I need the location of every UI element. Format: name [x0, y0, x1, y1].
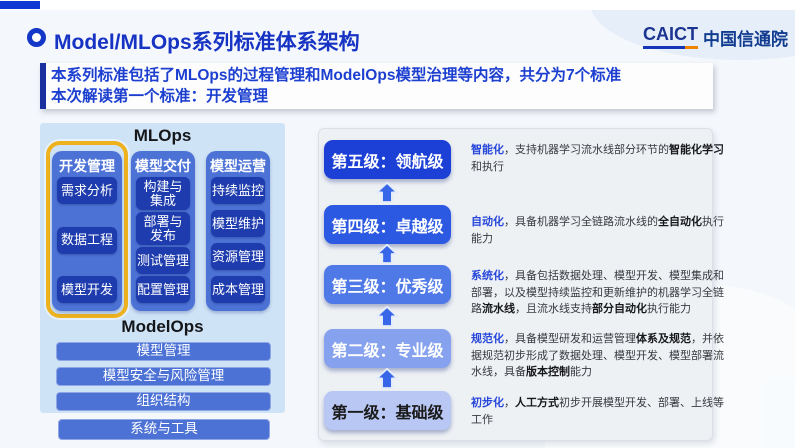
column-title: 模型交付	[135, 158, 191, 174]
mlops-item: 测试管理	[136, 247, 190, 274]
level-desc-1: 初步化，人工方式初步开展模型开发、部署、上线等工作	[471, 397, 724, 426]
mlops-item: 配置管理	[136, 276, 190, 303]
caict-logo-chinese: 中国信通院	[703, 30, 788, 49]
mlops-column-model-delivery: 模型交付 构建与 集成 部署与 发布 测试管理 配置管理	[131, 151, 195, 311]
mlops-item: 模型维护	[211, 210, 265, 237]
mlops-item: 资源管理	[211, 243, 265, 270]
level-box-3: 第三级：优秀级	[324, 265, 451, 304]
mlops-column-dev-management: 开发管理 需求分析 数据工程 模型开发	[52, 151, 122, 311]
systems-tools-bar: 系统与工具	[58, 419, 270, 440]
mlops-item: 部署与 发布	[136, 212, 190, 245]
mlops-item: 成本管理	[211, 276, 265, 303]
level-desc-2: 规范化，具备模型研发和运营管理体系及规范，并依据规范初步形成了数据处理、模型开发…	[471, 333, 724, 378]
top-accent-bar	[0, 1, 40, 9]
modelops-bar: 模型安全与风险管理	[56, 367, 271, 386]
up-arrow-icon	[375, 368, 399, 389]
level-box-1: 第一级：基础级	[324, 391, 451, 430]
highlight-ring	[46, 141, 128, 318]
level-box-4: 第四级：卓越级	[324, 205, 451, 244]
mlops-item: 数据工程	[57, 226, 117, 254]
level-desc-3: 系统化，具备包括数据处理、模型开发、模型集成和部署，以及模型持续监控和更新维护的…	[471, 270, 724, 315]
level-box-5: 第五级：领航级	[324, 140, 451, 179]
intro-banner: 本系列标准包括了MLOps的过程管理和ModelOps模型治理等内容，共分为7个…	[40, 63, 713, 109]
mlops-column-model-operation: 模型运营 持续监控 模型维护 资源管理 成本管理	[206, 151, 270, 311]
caict-logo-underline	[643, 46, 698, 49]
modelops-bar: 组织结构	[56, 392, 271, 411]
mlops-label: MLOps	[133, 126, 192, 145]
modelops-bars: 模型管理 模型安全与风险管理 组织结构	[56, 342, 271, 417]
page-title: Model/MLOps系列标准体系架构	[54, 31, 360, 54]
caict-logo: CAICT 中国信通院	[643, 24, 788, 50]
bullet-dot-icon	[27, 28, 46, 47]
mlops-item: 需求分析	[57, 177, 117, 204]
modelops-bar: 模型管理	[56, 342, 271, 361]
level-desc-5: 智能化，支持机器学习流水线部分环节的智能化学习和执行	[471, 144, 724, 173]
top-strip	[0, 0, 795, 10]
up-arrow-icon	[375, 182, 399, 203]
column-title: 模型运营	[210, 158, 266, 174]
caict-logo-latin: CAICT	[643, 24, 698, 49]
modelops-label: ModelOps	[121, 317, 204, 336]
mlops-item: 持续监控	[211, 177, 265, 204]
maturity-panel: 第五级：领航级 第四级：卓越级 第三级：优秀级 第二级：专业级 第一级：基础级 …	[318, 128, 724, 441]
intro-banner-line2: 本次解读第一个标准：开发管理	[51, 88, 269, 105]
intro-banner-line1: 本系列标准包括了MLOps的过程管理和ModelOps模型治理等内容，共分为7个…	[51, 67, 622, 84]
level-box-2: 第二级：专业级	[324, 329, 451, 368]
level-desc-4: 自动化，具备机器学习全链路流水线的全自动化执行能力	[471, 216, 724, 245]
up-arrow-icon	[376, 244, 398, 264]
mlops-panel: MLOps 开发管理 需求分析 数据工程 模型开发 模型交付 构建与 集成 部署…	[40, 123, 285, 413]
mlops-item: 构建与 集成	[136, 177, 190, 210]
up-arrow-icon	[375, 306, 399, 327]
mlops-item: 模型开发	[57, 276, 117, 303]
column-title: 开发管理	[59, 158, 115, 174]
